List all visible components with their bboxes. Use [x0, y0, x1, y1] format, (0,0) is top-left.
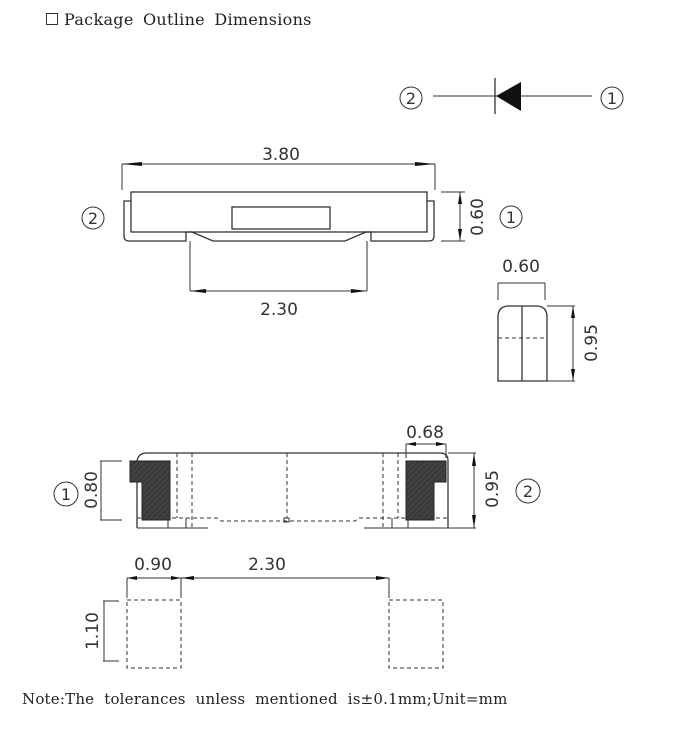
dim-total-height: 0.95: [483, 470, 503, 508]
symbol-right-pin-label: 1: [607, 89, 617, 108]
dim-pad-height: 0.80: [82, 471, 102, 509]
dim-length: 3.80: [262, 145, 300, 165]
top-left-pin-label: 2: [88, 209, 98, 228]
side-view: 0.60 0.95: [497, 257, 602, 382]
top-right-pin-label: 1: [506, 208, 516, 227]
footprint: 0.90 2.30 1.10: [83, 555, 444, 669]
dim-footprint-spacing: 2.30: [248, 555, 286, 575]
checkbox-square-icon: [46, 13, 58, 25]
bottom-right-pin-label: 2: [523, 482, 533, 501]
diode-triangle-icon: [496, 82, 521, 111]
pin-2-circle-icon: [81, 206, 105, 230]
dim-footprint-pad-width: 0.90: [134, 555, 172, 575]
dim-side-height: 0.95: [582, 324, 602, 362]
dim-footprint-pad-height: 1.10: [83, 612, 103, 650]
top-view: 3.80 0.60 2 1 2.30: [81, 145, 523, 320]
section-title: Package Outline Dimensions: [46, 10, 312, 29]
diode-symbol: 2 1: [399, 78, 624, 114]
tolerance-note: Note:The tolerances unless mentioned is±…: [22, 690, 508, 708]
pin-2-circle-icon: [399, 86, 423, 110]
dim-height: 0.60: [468, 198, 488, 236]
dim-bottom-span: 2.30: [260, 300, 298, 320]
dim-pad-width: 0.68: [406, 423, 444, 443]
footprint-pad-left: [126, 599, 182, 669]
footprint-pad-right: [388, 599, 444, 669]
dim-side-width: 0.60: [502, 257, 540, 277]
pad-anode: [405, 460, 447, 521]
pin-1-circle-icon: [600, 86, 624, 110]
pin-1-circle-icon: [499, 205, 523, 229]
section-title-text: Package Outline Dimensions: [64, 10, 312, 29]
pin-2-circle-icon: [515, 478, 541, 504]
bottom-view: 0.68 0.80 1 0.95 2: [53, 423, 541, 529]
pin-1-circle-icon: [53, 481, 79, 507]
bottom-left-pin-label: 1: [61, 485, 71, 504]
pad-cathode: [129, 460, 171, 521]
symbol-left-pin-label: 2: [406, 89, 416, 108]
